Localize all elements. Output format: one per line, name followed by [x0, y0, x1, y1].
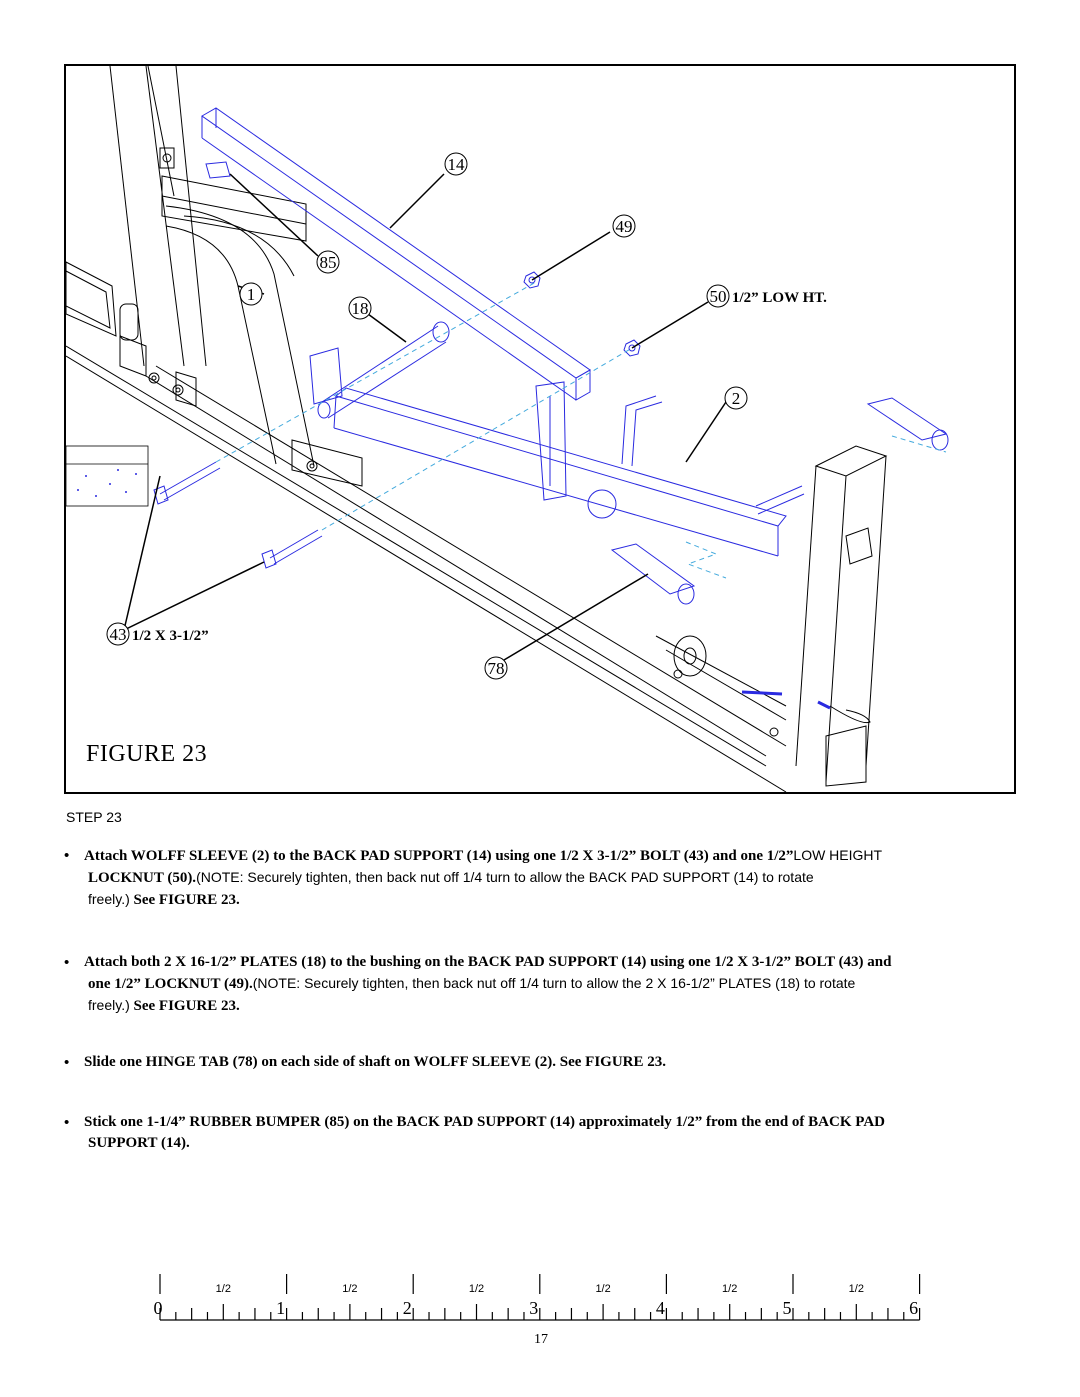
instruction-4: • Stick one 1-1/4” RUBBER BUMPER (85) on…	[64, 1114, 885, 1151]
svg-text:43: 43	[110, 625, 127, 644]
ruler-half-label: 1/2	[722, 1283, 737, 1295]
step-label: STEP 23	[66, 809, 122, 825]
callout-43: 43 1/2 X 3-1/2”	[106, 622, 209, 646]
instruction-1: • Attach WOLFF SLEEVE (2) to the BACK PA…	[64, 847, 883, 908]
callout-18: 18	[348, 296, 372, 320]
ruler-number: 3	[529, 1298, 538, 1318]
bullet: •	[64, 1054, 70, 1071]
ruler-number: 4	[656, 1298, 665, 1318]
right-upright	[795, 445, 888, 787]
part-14-back-pad-support	[201, 107, 591, 401]
part-2-wolff-sleeve	[333, 387, 805, 557]
svg-text:78: 78	[488, 659, 505, 678]
ruler-number: 1	[276, 1298, 285, 1318]
ruler-half-label: 1/2	[469, 1283, 484, 1295]
callout-14: 14	[444, 152, 468, 176]
ruler-half-label: 1/2	[216, 1283, 231, 1295]
main-frame-rail	[66, 345, 787, 792]
pin-marks	[741, 690, 831, 710]
bullet: •	[64, 847, 70, 864]
lower-pulley	[655, 635, 787, 737]
callout-78: 78	[484, 656, 508, 680]
left-plate	[66, 261, 147, 377]
svg-text:85: 85	[320, 253, 337, 272]
svg-text:49: 49	[616, 217, 633, 236]
part-78-hinge-tabs	[610, 397, 949, 605]
part-18-plates	[309, 321, 567, 501]
svg-text:18: 18	[352, 299, 369, 318]
svg-text:50: 50	[710, 287, 727, 306]
ruler-half-label: 1/2	[849, 1283, 864, 1295]
part-43-bolts	[153, 461, 323, 569]
instruction-2: • Attach both 2 X 16-1/2” PLATES (18) to…	[64, 954, 892, 1014]
figure-frame: 14 49 85 1 18 50 1/2” LOW HT. 2 4	[64, 64, 1016, 794]
callout-2: 2	[724, 386, 748, 410]
assembly-guides	[215, 281, 947, 579]
instruction-3: • Slide one HINGE TAB (78) on each side …	[64, 1054, 666, 1071]
frame-uprights	[109, 66, 307, 367]
ruler-number: 6	[909, 1298, 918, 1318]
assembly-diagram: 14 49 85 1 18 50 1/2” LOW HT. 2 4	[66, 66, 949, 792]
ruler-number: 5	[783, 1298, 792, 1318]
bullet: •	[64, 1114, 70, 1131]
part-49-50-nuts	[523, 271, 641, 357]
page-number: 17	[534, 1332, 548, 1347]
svg-text:14: 14	[448, 155, 466, 174]
callout-50-note: 1/2” LOW HT.	[732, 290, 827, 306]
ruler-number: 0	[154, 1298, 163, 1318]
ruler-half-label: 1/2	[342, 1283, 357, 1295]
part-1-tube	[165, 205, 315, 467]
callout-43-note: 1/2 X 3-1/2”	[132, 628, 209, 644]
callout-85: 85	[316, 250, 340, 274]
callout-49: 49	[612, 214, 636, 238]
callout-50: 50 1/2” LOW HT.	[706, 284, 827, 308]
svg-text:2: 2	[732, 389, 741, 408]
bullet: •	[64, 954, 70, 971]
figure-caption: FIGURE 23	[86, 741, 208, 767]
inch-ruler: 1/2 1/2 1/2 1/2 1/2 1/2 0 1 2 3 4 5 6	[154, 1274, 921, 1321]
lynch-pin	[829, 705, 871, 724]
ruler-number: 2	[403, 1298, 412, 1318]
svg-text:1: 1	[247, 285, 256, 304]
ruler-half-label: 1/2	[595, 1283, 610, 1295]
pad-fragment	[66, 445, 149, 507]
callout-1: 1	[239, 282, 263, 306]
